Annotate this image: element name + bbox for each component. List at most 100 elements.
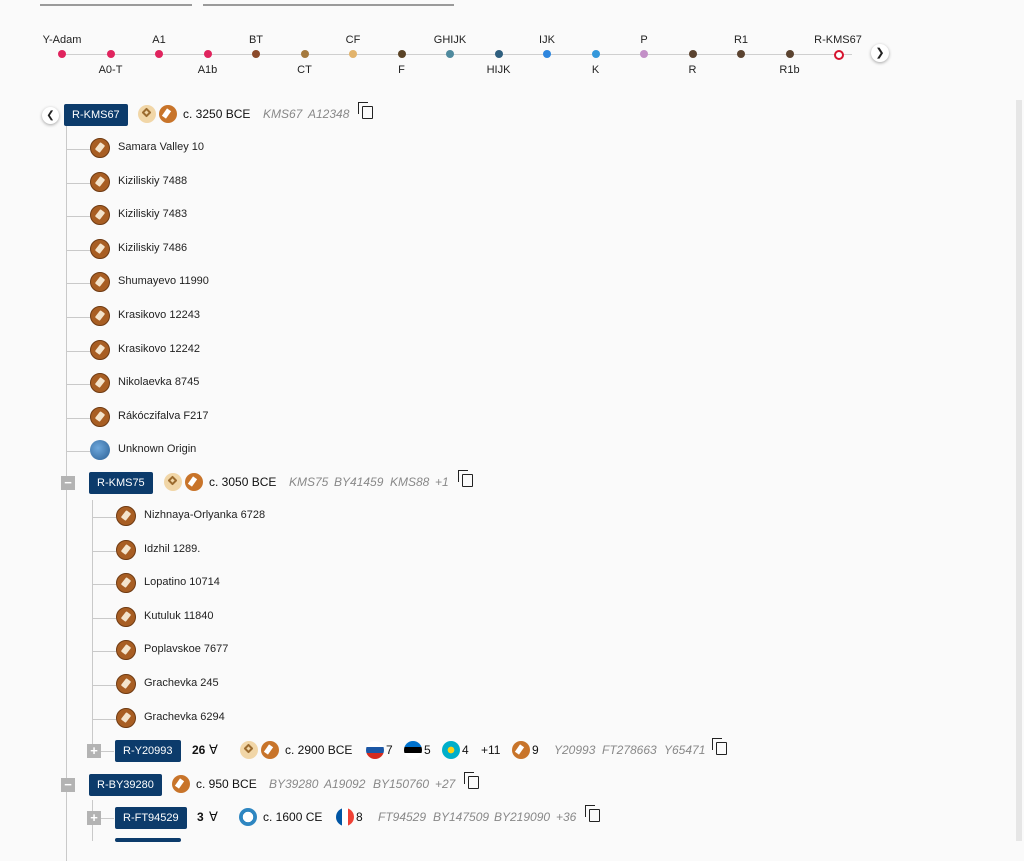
sample-row[interactable]: Poplavskoe 7677 <box>0 640 1000 664</box>
haplogroup-badge[interactable]: R-Y20993 <box>115 740 181 762</box>
sample-row[interactable]: Unknown Origin <box>0 440 1000 464</box>
haplogroup-badge[interactable] <box>115 838 181 842</box>
path-node-dot <box>591 50 600 58</box>
snp-label: FT94529 <box>378 810 427 824</box>
tree-line <box>92 818 114 819</box>
sample-row[interactable]: Idzhil 1289. <box>0 539 1000 564</box>
sample-name: Nizhnaya-Orlyanka 6728 <box>144 509 266 521</box>
chevron-right-icon[interactable]: ❯ <box>871 44 889 62</box>
path-node[interactable]: A1 <box>119 28 199 88</box>
expand-button[interactable]: + <box>87 744 101 758</box>
tree-line <box>92 500 93 755</box>
path-node[interactable]: R1 <box>701 28 781 88</box>
haplogroup-badge[interactable]: R-KMS67 <box>64 104 128 126</box>
tree-line <box>66 417 90 419</box>
snp-label: +36 <box>556 810 577 824</box>
sample-name: Nikolaevka 8745 <box>118 376 200 389</box>
path-node[interactable]: P <box>604 28 684 88</box>
path-line <box>62 54 852 55</box>
sample-name: Unknown Origin <box>118 443 197 456</box>
more-countries[interactable]: +11 <box>481 743 501 757</box>
chevron-left-icon[interactable]: ❮ <box>42 107 59 124</box>
snp-label: A19092 <box>324 777 366 791</box>
branches-icon: ∀ <box>209 809 218 824</box>
tree-line <box>92 685 116 686</box>
tree-line <box>92 718 116 720</box>
sample-row[interactable]: Shumayevo 11990 <box>0 272 1000 296</box>
copy-icon[interactable] <box>585 805 600 822</box>
tools-icon <box>138 105 156 123</box>
sample-row[interactable]: Rákóczifalva F217 <box>0 406 1000 431</box>
path-node[interactable]: A1b <box>168 28 248 88</box>
path-node[interactable]: CT <box>265 28 345 88</box>
path-node-dot <box>58 50 66 58</box>
collapse-button[interactable]: − <box>61 778 75 792</box>
tools-icon <box>240 741 258 759</box>
path-node[interactable]: A0-T <box>71 28 151 88</box>
path-node-dot <box>349 50 357 58</box>
ancient-sample-icon <box>90 171 110 192</box>
path-node[interactable]: CF <box>313 28 393 88</box>
snp-label: BY39280 <box>269 777 319 791</box>
expand-button[interactable]: + <box>87 811 101 825</box>
scrollbar[interactable] <box>1016 100 1022 841</box>
sample-name: Poplavskoe 7677 <box>144 643 229 656</box>
tree-line <box>66 120 67 861</box>
ancient-sample-icon <box>90 373 110 394</box>
sample-row[interactable]: Kutuluk 11840 <box>0 606 1000 631</box>
sample-row[interactable]: Samara Valley 10 <box>0 138 1000 162</box>
path-node-dot <box>688 50 697 58</box>
path-node[interactable]: GHIJK <box>410 28 490 88</box>
path-node[interactable]: R <box>653 28 733 88</box>
haplogroup-badge[interactable]: R-BY39280 <box>89 774 162 796</box>
sample-row[interactable]: Krasikovo 12242 <box>0 339 1000 364</box>
sample-row[interactable]: Kiziliskiy 7488 <box>0 171 1000 196</box>
haplogroup-badge[interactable]: R-KMS75 <box>89 472 153 494</box>
tab-underline-1 <box>40 4 192 6</box>
snp-label: KMS88 <box>390 475 430 489</box>
tree-line <box>66 350 90 352</box>
path-node[interactable]: R-KMS67 <box>798 28 878 88</box>
ancient-sample-icon <box>90 272 110 293</box>
sample-name: Shumayevo 11990 <box>118 275 209 288</box>
sample-name: Kutuluk 11840 <box>144 609 214 622</box>
copy-icon[interactable] <box>358 102 373 119</box>
sample-row[interactable]: Kiziliskiy 7486 <box>0 238 1000 263</box>
branch-count: 26 <box>192 743 206 757</box>
haplotree: ❮ R-KMS67 c. 3250 BCE KMS67 A12348 Samar… <box>0 100 1010 861</box>
tree-line <box>66 384 90 386</box>
copy-icon[interactable] <box>464 772 479 789</box>
path-node[interactable]: IJK <box>507 28 587 88</box>
tree-line <box>66 317 90 318</box>
tree-line <box>66 149 90 150</box>
haplogroup-badge[interactable]: R-FT94529 <box>115 807 187 829</box>
collapse-button[interactable]: − <box>61 476 75 490</box>
sample-row[interactable]: Kiziliskiy 7483 <box>0 205 1000 229</box>
copy-icon[interactable] <box>712 738 727 755</box>
sample-row[interactable]: Grachevka 6294 <box>0 707 1000 732</box>
sample-row[interactable]: Nikolaevka 8745 <box>0 373 1000 397</box>
kazakhstan-flag-icon <box>442 741 460 759</box>
sample-row[interactable]: Krasikovo 12243 <box>0 306 1000 330</box>
location-icon <box>239 808 257 826</box>
path-node-dot <box>155 50 163 58</box>
tab-underline-2 <box>203 4 454 6</box>
path-node[interactable]: K <box>556 28 636 88</box>
ancient-sample-icon <box>90 138 110 158</box>
path-node[interactable]: Y-Adam <box>22 28 102 88</box>
branch-count: 3 <box>197 810 204 824</box>
sample-row[interactable]: Lopatino 10714 <box>0 573 1000 597</box>
sample-name: Krasikovo 12242 <box>118 342 200 355</box>
path-node[interactable]: F <box>362 28 442 88</box>
copy-icon[interactable] <box>458 470 473 487</box>
snp-label: BY219090 <box>494 810 551 824</box>
path-node[interactable]: R1b <box>750 28 830 88</box>
estonia-flag-icon <box>404 741 422 759</box>
path-node-dot <box>397 50 406 58</box>
sample-row[interactable]: Grachevka 245 <box>0 674 1000 698</box>
path-node-label: K <box>591 64 600 76</box>
path-node[interactable]: BT <box>216 28 296 88</box>
sample-row[interactable]: Nizhnaya-Orlyanka 6728 <box>0 506 1000 530</box>
ancient-sample-icon <box>116 506 136 526</box>
path-node[interactable]: HIJK <box>459 28 539 88</box>
